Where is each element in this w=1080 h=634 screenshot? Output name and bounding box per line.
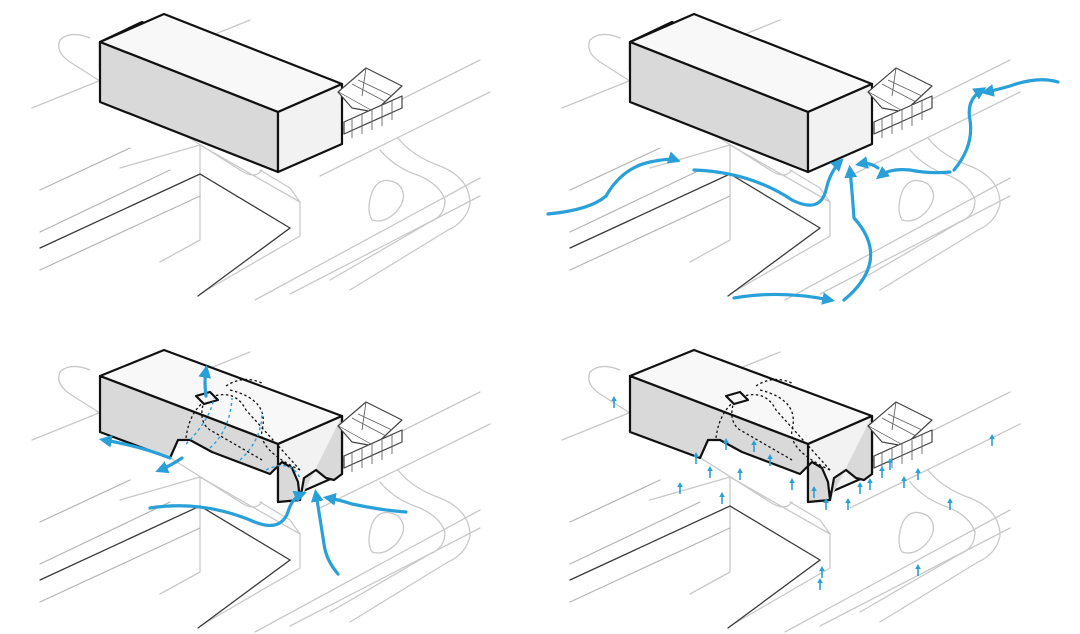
vertical-arrow-head (723, 438, 729, 443)
flow-arrow-icon (98, 434, 172, 460)
vertical-arrow-head (901, 476, 907, 481)
flow-arrow-icon (842, 164, 873, 302)
panel-3 (31, 348, 491, 633)
vertical-arrow-head (693, 452, 699, 457)
pavilion (337, 67, 403, 139)
flow-arrow-icon (854, 156, 880, 170)
vertical-arrow-head (611, 396, 617, 401)
flow-paths (98, 364, 408, 576)
flow-arrow-icon (876, 166, 952, 180)
vertical-arrows (611, 396, 995, 590)
vertical-arrow-head (789, 478, 795, 483)
vertical-arrow-head (823, 498, 829, 503)
vertical-arrow-head (947, 498, 953, 503)
flow-arrow-icon (546, 151, 681, 216)
panel-2 (546, 12, 1060, 305)
flow-arrow-icon (952, 87, 987, 172)
vertical-arrow-head (879, 466, 885, 471)
flow-arrow-icon (198, 364, 212, 398)
vertical-arrow-head (677, 482, 683, 487)
flow-arrow-icon (980, 78, 1060, 97)
vertical-arrow-head (989, 434, 995, 439)
building-mass-carved (98, 348, 344, 504)
vertical-arrow-head (767, 454, 773, 459)
vertical-arrow-head (737, 468, 743, 473)
vertical-arrow-head (867, 478, 873, 483)
flow-arrow-icon (310, 488, 340, 576)
building-mass (628, 12, 874, 174)
panel-4 (561, 348, 1021, 633)
vertical-arrow-head (857, 482, 863, 487)
vertical-arrow-head (845, 498, 851, 503)
vertical-arrow-head (811, 486, 817, 491)
vertical-arrow-head (817, 578, 823, 583)
flow-arrow-icon (155, 456, 184, 474)
building-mass-carved (628, 348, 874, 504)
vertical-arrow-head (887, 458, 893, 463)
flow-arrow-icon (732, 292, 836, 305)
vertical-arrow-head (915, 468, 921, 473)
pavilion (337, 401, 403, 473)
flow-arrow-icon (692, 158, 844, 207)
vertical-arrow-head (819, 566, 825, 571)
pavilion (867, 67, 933, 139)
flow-paths (546, 78, 1060, 305)
pavilion (867, 401, 933, 473)
vertical-arrow-head (915, 564, 921, 569)
panel-1 (31, 12, 491, 301)
vertical-arrow-head (707, 466, 713, 471)
flow-arrow-icon (322, 492, 408, 514)
building-mass (98, 12, 344, 174)
vertical-arrow-head (751, 440, 757, 445)
vertical-arrow-head (719, 492, 725, 497)
flow-arrow-icon (148, 490, 307, 528)
